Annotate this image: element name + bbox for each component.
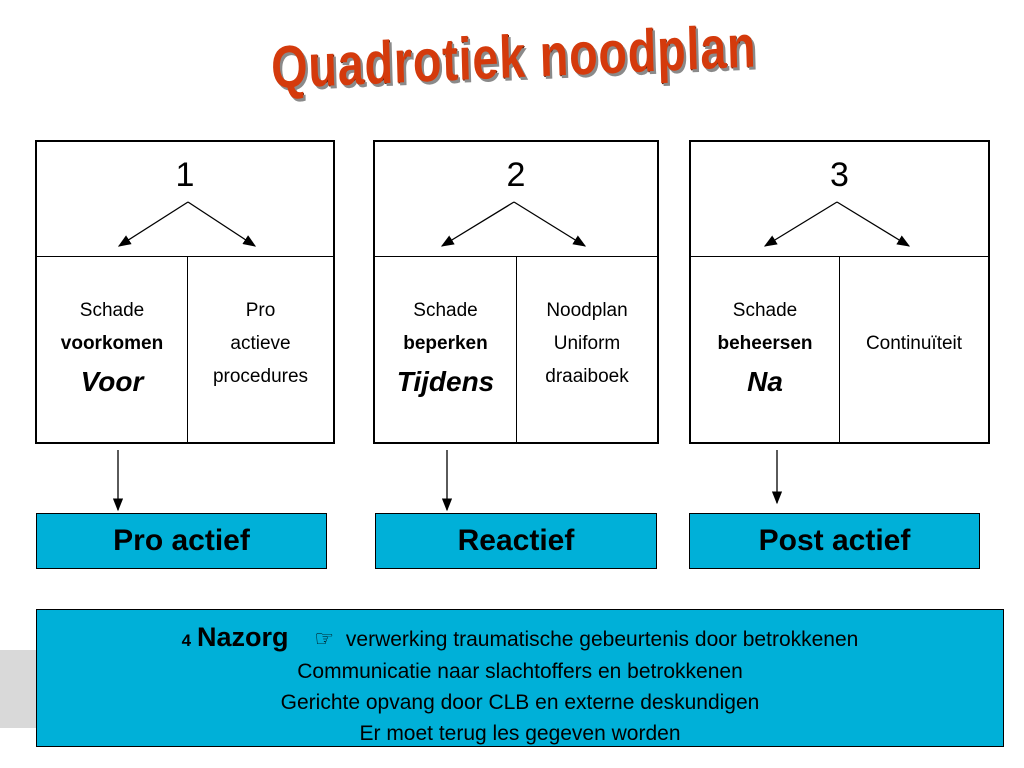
- cell-divider-3: [839, 256, 840, 442]
- arrow-right-2: [513, 201, 587, 247]
- nazorg-number: 4: [181, 631, 192, 650]
- nazorg-line: Gerichte opvang door CLB en externe desk…: [280, 691, 760, 714]
- arrow-left-2: [440, 201, 515, 247]
- right-line: procedures: [212, 366, 309, 387]
- phase-box-3: 3 Schade beheersen Na Continuïteit: [689, 140, 990, 444]
- arrow-left-3: [763, 201, 838, 247]
- split-arrows-3: [763, 201, 911, 247]
- phase-number-1: 1: [175, 156, 195, 194]
- timing-label: Tijdens: [396, 366, 495, 397]
- schade-label: Schade: [732, 300, 798, 321]
- action-label: beheersen: [717, 333, 813, 354]
- nazorg-line: Er moet terug les gegeven worden: [359, 722, 681, 745]
- nazorg-box: 4 Nazorg ☞ verwerking traumatische gebeu…: [36, 609, 1004, 747]
- label-post-actief: Post actief: [689, 513, 980, 569]
- phase-number-2: 2: [506, 156, 526, 194]
- nazorg-line: verwerking traumatische gebeurtenis door…: [345, 628, 859, 651]
- right-line: actieve: [230, 333, 291, 354]
- arrow-right-3: [836, 201, 911, 247]
- right-line: draaiboek: [545, 366, 629, 387]
- schade-label: Schade: [79, 300, 145, 321]
- phase-box-2: 2 Schade beperken Tijdens Noodplan Unifo…: [373, 140, 659, 444]
- arrow-right-1: [187, 201, 257, 247]
- right-line: Noodplan: [546, 300, 628, 321]
- page-title: Quadrotiek noodplan: [270, 12, 758, 102]
- right-line: Continuïteit: [865, 333, 963, 354]
- timing-label: Na: [747, 366, 783, 397]
- cell-divider-1: [187, 256, 188, 442]
- phase-left-cell-2: Schade beperken Tijdens: [375, 258, 516, 442]
- action-label: voorkomen: [60, 333, 164, 354]
- arrow-left-1: [117, 201, 189, 247]
- decorative-gray-block: [0, 650, 36, 728]
- phase-right-cell-3: Continuïteit: [840, 258, 988, 442]
- split-arrows-1: [117, 201, 257, 247]
- cell-divider-2: [516, 256, 517, 442]
- phase-right-cell-1: Pro actieve procedures: [188, 258, 333, 442]
- pointing-hand-icon: ☞: [314, 626, 335, 651]
- phase-box-1: 1 Schade voorkomen Voor Pro actieve proc…: [35, 140, 335, 444]
- nazorg-line: Communicatie naar slachtoffers en betrok…: [297, 660, 743, 683]
- phase-right-cell-2: Noodplan Uniform draaiboek: [517, 258, 657, 442]
- phase-number-3: 3: [830, 156, 849, 194]
- timing-label: Voor: [80, 366, 144, 397]
- nazorg-heading: Nazorg: [196, 622, 289, 652]
- action-label: beperken: [403, 333, 488, 354]
- split-arrows-2: [440, 201, 587, 247]
- connector-arrows: [112, 450, 783, 512]
- label-pro-actief: Pro actief: [36, 513, 327, 569]
- right-line: Pro: [245, 300, 276, 321]
- phase-left-cell-1: Schade voorkomen Voor: [37, 258, 187, 442]
- phase-header-1: 1: [37, 142, 333, 257]
- nazorg-first-line: 4 Nazorg ☞ verwerking traumatische gebeu…: [37, 622, 1003, 656]
- phase-left-cell-3: Schade beheersen Na: [691, 258, 839, 442]
- right-line: Uniform: [553, 333, 621, 354]
- schade-label: Schade: [413, 300, 478, 321]
- label-reactief: Reactief: [375, 513, 657, 569]
